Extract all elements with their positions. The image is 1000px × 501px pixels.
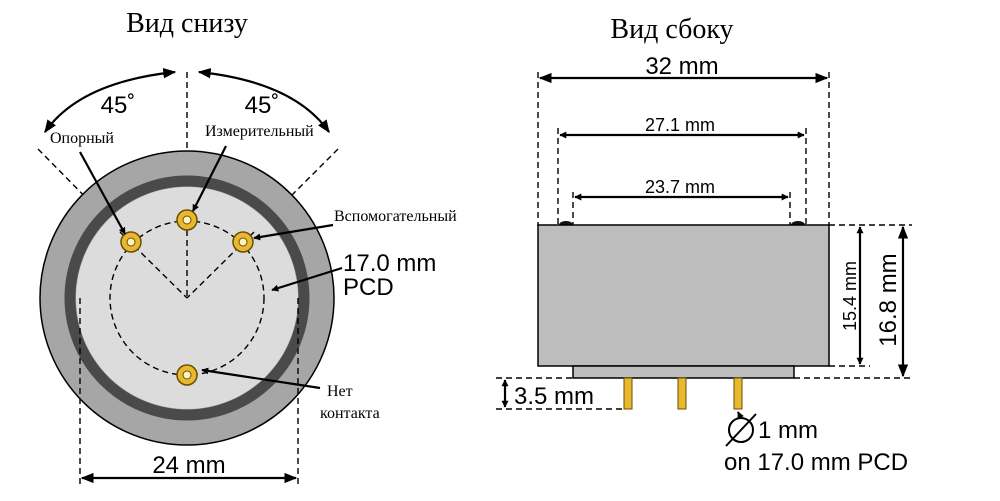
side-pin-right <box>733 377 743 410</box>
leader-pin-diameter <box>737 411 744 420</box>
right-45-guide-line <box>186 148 339 301</box>
height-16-label: 16.8 mm <box>875 253 902 346</box>
right-angle-label: 45˚ <box>245 92 280 119</box>
pin-length-label: 3.5 mm <box>514 383 594 410</box>
leader-pcd <box>271 266 343 292</box>
label-reference: Опорный <box>50 130 114 147</box>
leader-no-contact <box>201 367 321 390</box>
width-27-label: 27.1 mm <box>645 115 715 135</box>
pin-diameter-label: 1 mm <box>758 417 818 444</box>
width-23-label: 23.7 mm <box>645 177 715 197</box>
width-32-label: 32 mm <box>645 53 718 80</box>
sensor-body <box>537 224 830 367</box>
side-view-title: Вид сбоку <box>610 14 733 45</box>
label-auxiliary: Вспомогательный <box>334 208 457 225</box>
height-15-label: 15.4 mm <box>840 261 860 331</box>
pin-reference <box>120 231 142 253</box>
right-angle-arc <box>197 68 330 134</box>
label-no-contact-line2: контакта <box>320 405 380 422</box>
pin-pcd-label: on 17.0 mm PCD <box>724 449 908 476</box>
diameter-label: 24 mm <box>152 452 225 479</box>
bottom-view-title: Вид снизу <box>126 8 248 39</box>
diameter-symbol-icon <box>725 413 757 447</box>
side-pin-center <box>677 377 687 410</box>
leader-measuring <box>192 145 227 212</box>
pcd-value-label: 17.0 mm <box>343 250 436 277</box>
pcd-text-label: PCD <box>343 274 394 301</box>
label-no-contact-line1: Нет <box>327 383 353 400</box>
label-measuring: Измерительный <box>205 123 314 140</box>
pin-auxiliary <box>232 231 254 253</box>
pin-no-contact <box>176 364 198 386</box>
left-45-guide-line <box>37 148 188 301</box>
sensor-base <box>572 365 795 379</box>
dark-band <box>64 175 310 421</box>
left-angle-arc <box>44 68 177 134</box>
pin-measuring <box>176 209 198 231</box>
leader-reference <box>79 151 126 235</box>
side-pin-left <box>623 377 633 410</box>
leader-auxiliary <box>253 223 334 241</box>
bottom-view: Вид снизу <box>37 8 457 488</box>
side-view: Вид сбоку 32 mm 27.1 mm 23.7 mm 15. <box>496 14 912 476</box>
left-angle-label: 45˚ <box>101 92 136 119</box>
